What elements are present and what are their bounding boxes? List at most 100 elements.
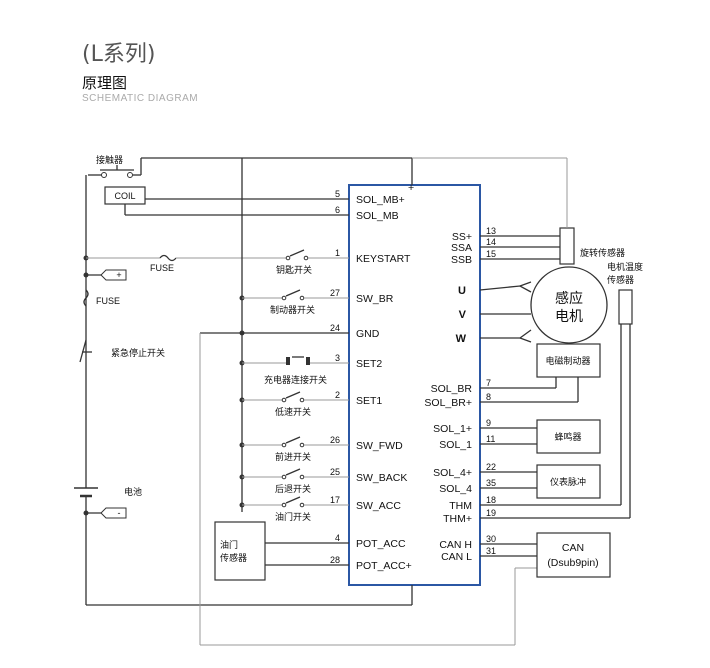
left-pin-label: KEYSTART: [356, 253, 411, 265]
right-pin-number: 13: [486, 226, 496, 236]
left-pin-number: 17: [330, 495, 340, 505]
throttle-switch-label: 油门开关: [275, 511, 311, 523]
throttle-sensor-box: [214, 521, 266, 581]
battery-label: 电池: [124, 486, 142, 498]
right-pin-label: SSB: [451, 254, 472, 266]
left-pin-label: SW_FWD: [356, 440, 403, 452]
switch-contact: [299, 295, 305, 301]
page-title: 原理图: [82, 74, 128, 92]
right-pin-label: THM+: [443, 513, 472, 525]
switch-contact: [303, 255, 309, 261]
throttle-sensor-label-2: 传感器: [220, 552, 247, 564]
left-pin-label: SET2: [356, 358, 382, 370]
emergency-stop-label: 紧急停止开关: [111, 347, 165, 359]
right-pin-label: SSA: [451, 242, 472, 254]
left-pin-label: POT_ACC+: [356, 560, 412, 572]
fuse-left-label: FUSE: [96, 296, 120, 306]
switch-contact: [299, 474, 305, 480]
page-subtitle: SCHEMATIC DIAGRAM: [82, 93, 199, 104]
switch-contact: [285, 255, 291, 261]
right-pin-number: 31: [486, 546, 496, 556]
right-pin-label: V: [459, 309, 467, 321]
motor-label-2: 电机: [555, 309, 583, 325]
controller-box: [348, 184, 481, 586]
brake-switch-label: 制动器开关: [270, 304, 315, 316]
switch-contact: [281, 295, 287, 301]
left-pin-number: 27: [330, 288, 340, 298]
left-pin-label: SET1: [356, 395, 382, 407]
brake-switch-symbol: [285, 289, 301, 297]
right-pin-label: SOL_1: [439, 439, 472, 451]
right-pin-label: SOL_BR+: [424, 397, 472, 409]
right-pin-label: SOL_4: [439, 483, 472, 495]
minus-terminal: [100, 507, 127, 519]
meter-pulse-box: [536, 464, 601, 499]
rotation-sensor-box: [559, 227, 575, 265]
charger-switch-label: 充电器连接开关: [264, 374, 327, 386]
left-pin-label: SW_BR: [356, 293, 394, 305]
charger-switch-contact: [286, 357, 290, 365]
meter-pulse-label: 仪表脉冲: [550, 476, 586, 488]
left-pin-label: SOL_MB+: [356, 194, 405, 206]
left-pin-label: GND: [356, 328, 380, 340]
right-pin-number: 7: [486, 378, 491, 388]
right-pin-label: SS+: [452, 231, 472, 243]
left-pin-number: 28: [330, 555, 340, 565]
throttle-switch-symbol: [285, 496, 301, 504]
minus-terminal-label: -: [118, 508, 121, 518]
plus-terminal-label: +: [116, 270, 121, 280]
left-pin-number: 3: [335, 353, 340, 363]
right-pin-number: 15: [486, 249, 496, 259]
switch-contact: [281, 502, 287, 508]
left-pin-number: 1: [335, 248, 340, 258]
left-pin-label: SW_BACK: [356, 472, 407, 484]
right-pin-label: SOL_BR: [431, 383, 473, 395]
motor-temp-label-1: 电机温度: [607, 261, 643, 273]
fuse-left-symbol: [83, 289, 89, 307]
low-speed-symbol: [285, 391, 301, 399]
right-pin-number: 35: [486, 478, 496, 488]
left-pin-label: POT_ACC: [356, 538, 406, 550]
controller-plus: +: [408, 182, 414, 194]
key-switch-label: 钥匙开关: [276, 264, 312, 276]
left-pin-label: SW_ACC: [356, 500, 401, 512]
left-pin-label: SOL_MB: [356, 210, 399, 222]
charger-switch-contact: [306, 357, 310, 365]
can-label: CAN: [562, 542, 584, 554]
motor-temp-sensor-box: [618, 289, 633, 325]
motor-label-1: 感应: [555, 290, 583, 307]
switch-contact: [281, 442, 287, 448]
right-pin-label: SOL_1+: [433, 423, 472, 435]
right-pin-label: THM: [449, 500, 472, 512]
induction-motor: [530, 266, 608, 344]
left-pin-number: 6: [335, 205, 340, 215]
right-pin-label: W: [456, 333, 467, 345]
coil-label: COIL: [114, 191, 135, 201]
right-pin-label: U: [458, 285, 466, 297]
switch-contact: [281, 397, 287, 403]
switch-contact: [299, 397, 305, 403]
fuse-top-label: FUSE: [150, 263, 174, 273]
forward-symbol: [285, 436, 301, 444]
right-pin-number: 30: [486, 534, 496, 544]
switch-contact: [299, 502, 305, 508]
left-pin-number: 4: [335, 533, 340, 543]
plus-terminal: [100, 269, 127, 281]
contactor-terminal-left: [101, 172, 107, 178]
left-pin-number: 26: [330, 435, 340, 445]
left-pin-number: 2: [335, 390, 340, 400]
left-pin-number: 25: [330, 467, 340, 477]
switch-contact: [299, 442, 305, 448]
right-pin-number: 14: [486, 237, 496, 247]
left-pin-number: 24: [330, 323, 340, 333]
can-port-label: (Dsub9pin): [547, 557, 598, 569]
emergency-stop-symbol: [79, 339, 87, 363]
low-speed-label: 低速开关: [275, 406, 311, 418]
switch-contact: [281, 474, 287, 480]
right-pin-label: CAN L: [441, 551, 472, 563]
right-pin-number: 11: [486, 434, 495, 444]
right-pin-number: 19: [486, 508, 496, 518]
